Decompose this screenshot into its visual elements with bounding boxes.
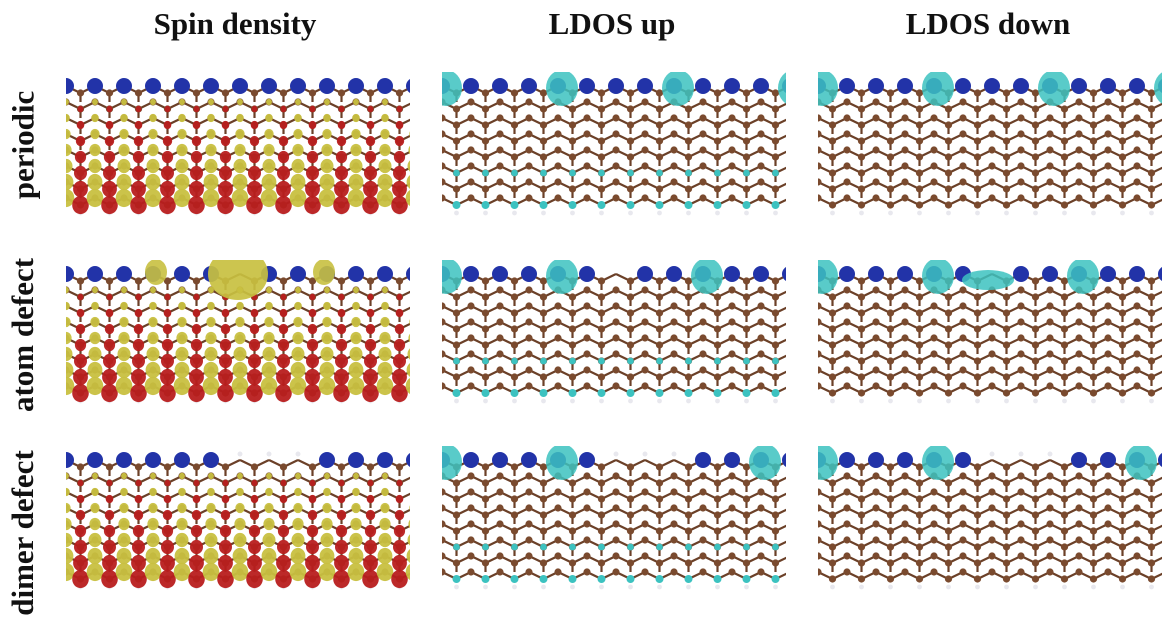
row-label-periodic: periodic (5, 90, 40, 200)
structure-panel (818, 72, 1162, 220)
structure-panel (66, 72, 410, 220)
structure-panel (442, 260, 786, 408)
structure-panel (442, 446, 786, 594)
column-title-spin-density: Spin density (153, 6, 317, 41)
column-title-ldos-up: LDOS up (548, 6, 676, 41)
structure-panel (66, 446, 410, 594)
structure-panel (818, 446, 1162, 594)
structure-panel (818, 260, 1162, 408)
column-title-ldos-down: LDOS down (905, 6, 1071, 41)
structure-panel (66, 260, 410, 408)
structure-panel (442, 72, 786, 220)
row-label-dimer-defect: dimer defect (5, 450, 40, 616)
row-label-atom-defect: atom defect (5, 257, 40, 413)
